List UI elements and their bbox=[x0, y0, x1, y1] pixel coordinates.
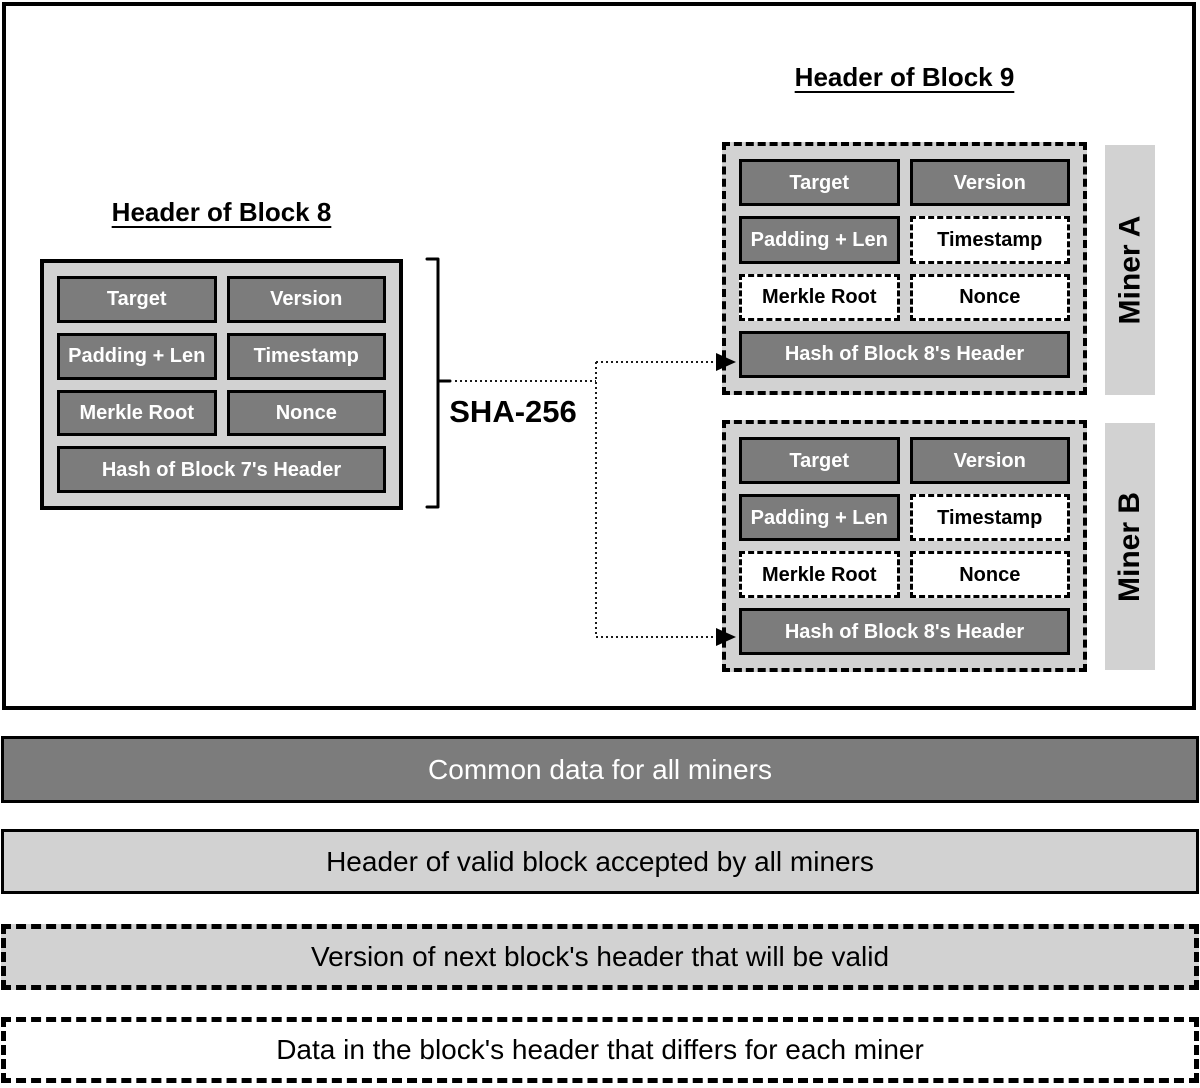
header-cell-merkle-root: Merkle Root bbox=[57, 389, 217, 437]
header-cell-nonce: Nonce bbox=[909, 273, 1070, 321]
header-cell-padding-len: Padding + Len bbox=[739, 494, 900, 541]
header-cell-timestamp: Timestamp bbox=[909, 494, 1070, 541]
header-cell-version: Version bbox=[909, 437, 1070, 484]
header-cell-version: Version bbox=[909, 159, 1070, 207]
miner-a-strip: Miner A bbox=[1105, 145, 1155, 395]
miner-b-label: Miner B bbox=[1113, 491, 1147, 602]
legend-next-version: Version of next block's header that will… bbox=[1, 924, 1199, 990]
legend-common-data: Common data for all miners bbox=[1, 736, 1199, 803]
header-cell-timestamp: Timestamp bbox=[909, 216, 1070, 264]
legend-valid-header: Header of valid block accepted by all mi… bbox=[1, 829, 1199, 894]
header-cell-hash-of-block-8-s-header: Hash of Block 8's Header bbox=[739, 608, 1070, 655]
header-cell-timestamp: Timestamp bbox=[226, 332, 386, 380]
header-cell-nonce: Nonce bbox=[226, 389, 386, 437]
header-cell-target: Target bbox=[739, 159, 900, 207]
header-cell-merkle-root: Merkle Root bbox=[739, 273, 900, 321]
header-cell-padding-len: Padding + Len bbox=[57, 332, 217, 380]
miner-b-strip: Miner B bbox=[1105, 423, 1155, 670]
header-cell-hash-of-block-8-s-header: Hash of Block 8's Header bbox=[739, 330, 1070, 378]
legend-differs-per-miner: Data in the block's header that differs … bbox=[1, 1017, 1199, 1083]
block9-title: Header of Block 9 bbox=[794, 62, 1015, 92]
header-cell-hash-of-block-7-s-header: Hash of Block 7's Header bbox=[57, 446, 386, 493]
miner-a-label: Miner A bbox=[1113, 215, 1146, 325]
block8-title: Header of Block 8 bbox=[111, 197, 332, 227]
header-cell-nonce: Nonce bbox=[909, 551, 1070, 598]
header-cell-target: Target bbox=[57, 276, 217, 323]
header-cell-version: Version bbox=[226, 276, 386, 323]
sha-256-label: SHA-256 bbox=[449, 394, 577, 429]
header-cell-merkle-root: Merkle Root bbox=[739, 551, 900, 598]
header-cell-target: Target bbox=[739, 437, 900, 484]
header-cell-padding-len: Padding + Len bbox=[739, 216, 900, 264]
